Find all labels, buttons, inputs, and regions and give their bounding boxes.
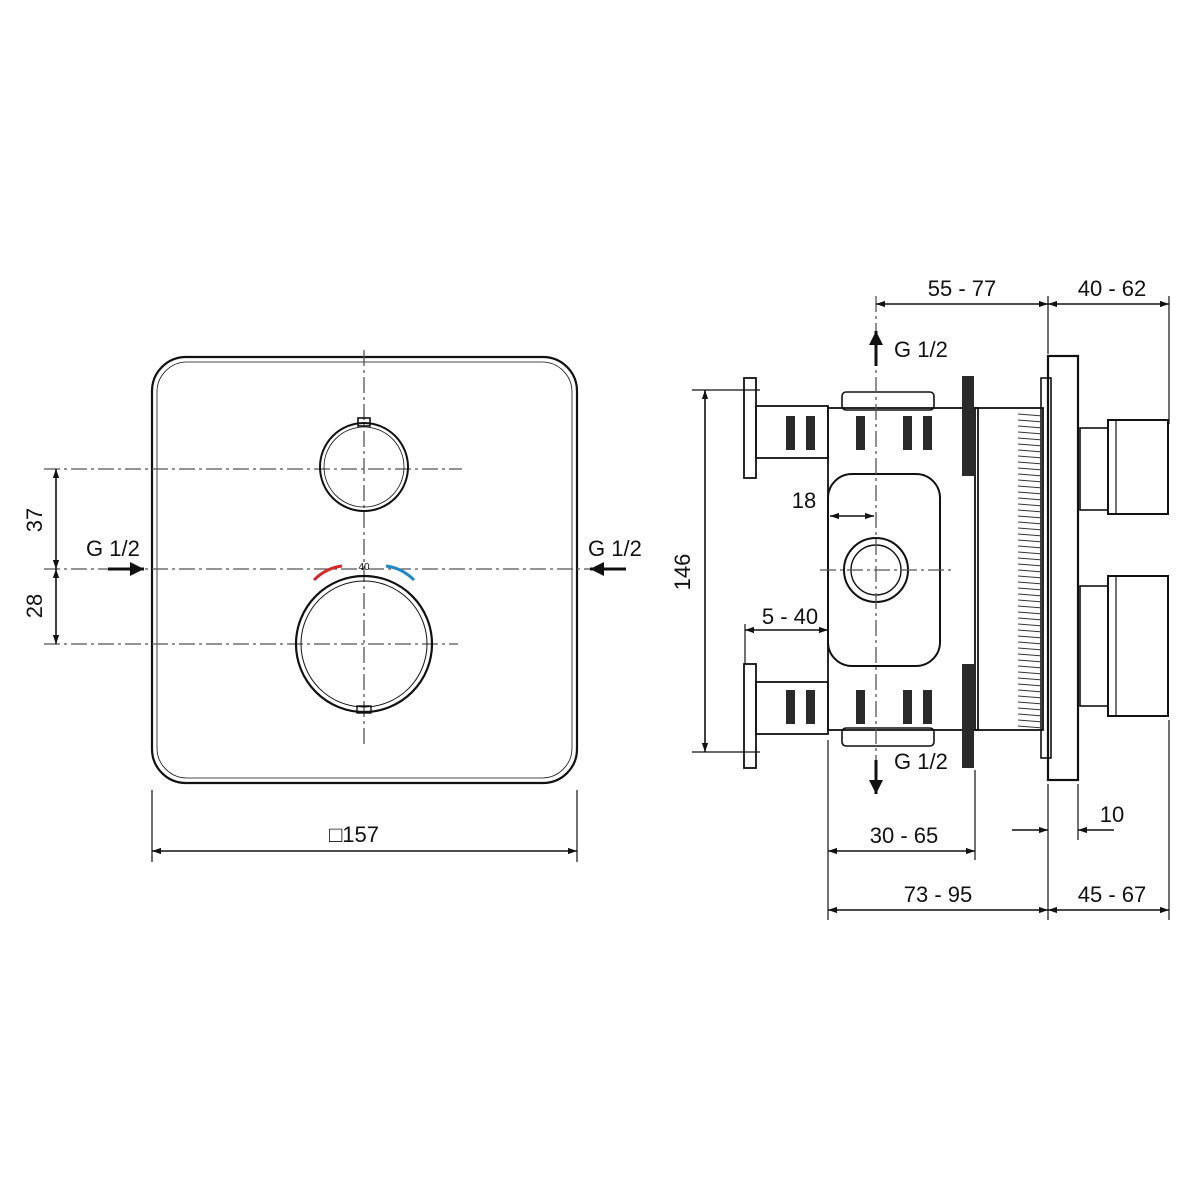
housing-bottom-cap (841, 727, 935, 747)
handle-lower-cap (1107, 575, 1169, 717)
dim-label-40-62: 40 - 62 (1078, 276, 1147, 301)
thread-line (1017, 719, 1044, 723)
handle-upper-cap (1107, 419, 1169, 515)
outlet-label-top: G 1/2 (894, 337, 948, 362)
thread-line (1017, 641, 1044, 645)
mounting-flange (1046, 354, 1080, 782)
thread-line (1017, 491, 1044, 495)
hot-indicator-arc (312, 564, 343, 582)
thread-line (1017, 527, 1044, 531)
thread-line (1017, 605, 1044, 609)
mounting-flange-inner (1040, 377, 1052, 759)
thread-line (1017, 479, 1044, 483)
thread-line (1017, 725, 1044, 729)
cold-indicator-arc (385, 564, 416, 582)
thread-line (1017, 545, 1044, 549)
inlet-label-left: G 1/2 (86, 536, 140, 561)
thread-line (1017, 623, 1044, 627)
threaded-body (974, 407, 1044, 731)
thread-line (1017, 521, 1044, 525)
dim-label-73-95: 73 - 95 (904, 882, 973, 907)
thermostat-knob-marker (356, 705, 372, 714)
dim-label-10: 10 (1100, 802, 1124, 827)
dim-label-18: 18 (792, 488, 816, 513)
diverter-knob-marker (357, 417, 371, 427)
thread-line (1017, 665, 1044, 669)
thread-line (1017, 671, 1044, 675)
thread-line (1017, 689, 1044, 693)
dim-label-5-40: 5 - 40 (762, 604, 818, 629)
thread-line (1017, 473, 1044, 477)
thread-line (1017, 461, 1044, 465)
spindle-lower (962, 664, 974, 768)
thread-line (1017, 611, 1044, 615)
thread-line (1017, 617, 1044, 621)
thread-line (1017, 701, 1044, 705)
thread-line (1017, 557, 1044, 561)
housing-top-cap (841, 391, 935, 411)
thread-line (1017, 659, 1044, 663)
thread-line (1017, 587, 1044, 591)
outlet-label-bottom: G 1/2 (894, 749, 948, 774)
thread-line (1017, 419, 1044, 423)
handle-lower (1079, 585, 1109, 707)
thread-line (1017, 539, 1044, 543)
thread-line (1017, 683, 1044, 687)
thermostat-knob-inner (300, 580, 428, 708)
diverter-knob-inner (323, 426, 405, 508)
thread-line (1017, 647, 1044, 651)
inlet-label-right: G 1/2 (588, 536, 642, 561)
dim-label-157: □157 (329, 822, 379, 847)
thread-line (1017, 563, 1044, 567)
thread-line (1017, 431, 1044, 435)
dim-label-30-65: 30 - 65 (870, 823, 939, 848)
thread-line (1017, 509, 1044, 513)
thread-line (1017, 593, 1044, 597)
thread-line (1017, 449, 1044, 453)
end-plate-lower (743, 663, 757, 769)
thread-line (1017, 707, 1044, 711)
thread-line (1017, 629, 1044, 633)
thread-line (1017, 599, 1044, 603)
thread-lines (1017, 413, 1044, 729)
thread-line (1017, 503, 1044, 507)
thread-line (1017, 497, 1044, 501)
side-view: G 1/2 G 1/2 146 18 5 - 40 55 - 77 40 - 6… (670, 276, 1170, 920)
diverter-knob (319, 422, 409, 512)
thread-line (1017, 635, 1044, 639)
thread-line (1017, 413, 1044, 417)
thread-line (1017, 437, 1044, 441)
front-view: 40 G 1/2 G 1/2 37 28 □157 (22, 350, 642, 862)
spindle-upper (962, 376, 974, 476)
thread-line (1017, 575, 1044, 579)
thread-line (1017, 455, 1044, 459)
temperature-scale-label: 40 (358, 562, 370, 573)
thread-line (1017, 695, 1044, 699)
thread-line (1017, 425, 1044, 429)
thread-line (1017, 581, 1044, 585)
thread-line (1017, 569, 1044, 573)
hatched-connectors (786, 416, 932, 724)
thread-line (1017, 713, 1044, 717)
thread-line (1017, 653, 1044, 657)
thread-line (1017, 551, 1044, 555)
thread-line (1017, 677, 1044, 681)
dim-label-28: 28 (22, 594, 47, 618)
dim-label-45-67: 45 - 67 (1078, 882, 1147, 907)
thread-line (1017, 443, 1044, 447)
thread-line (1017, 515, 1044, 519)
dim-label-55-77: 55 - 77 (928, 276, 997, 301)
end-plate-upper (743, 377, 757, 479)
dim-label-146: 146 (670, 554, 695, 591)
thread-line (1017, 533, 1044, 537)
thread-line (1017, 485, 1044, 489)
dim-label-37: 37 (22, 508, 47, 532)
thermostat-knob (294, 574, 434, 714)
thread-line (1017, 467, 1044, 471)
handle-upper (1079, 427, 1109, 511)
